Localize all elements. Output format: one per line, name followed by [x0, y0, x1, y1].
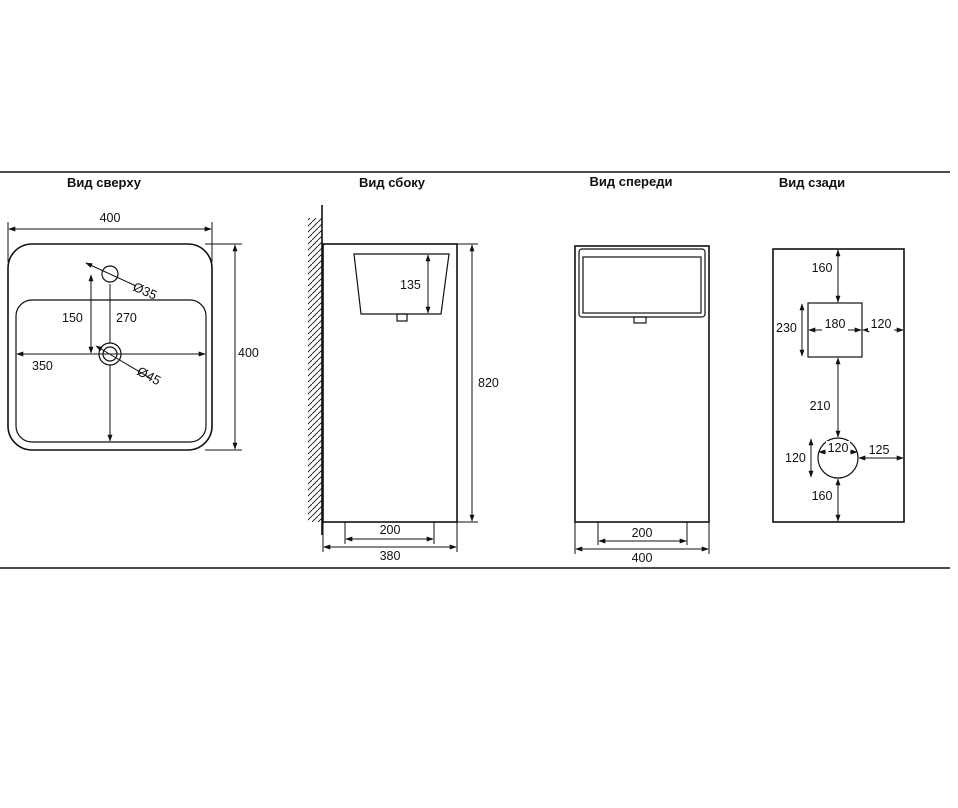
top-view-title: Вид сверху	[67, 175, 142, 190]
bottom-margin-label-bg	[810, 487, 834, 503]
front-rim-outline	[578, 248, 706, 318]
front-bowl-outline	[582, 256, 702, 314]
front-drain-nub	[633, 316, 647, 324]
tap-offset-label: 150	[62, 311, 83, 325]
gap-label: 210	[810, 399, 831, 413]
gap-label-bg	[808, 397, 832, 413]
side-bowl-outline	[353, 253, 450, 315]
opening-side-label: 120	[871, 317, 892, 331]
tap-hole-diameter-label: Ø35	[131, 279, 160, 303]
tap-hole-leader	[85, 262, 137, 287]
side-body-outline	[322, 243, 458, 523]
pipe-side-label-bg	[866, 442, 892, 456]
drain-offset-label: 270	[116, 311, 137, 325]
height-label: 820	[478, 376, 499, 390]
side-base-label: 200	[380, 523, 401, 537]
opening-width-label: 180	[825, 317, 846, 331]
top-depth-label: 400	[238, 346, 259, 360]
pipe-height-label: 120	[785, 451, 806, 465]
front-view-title: Вид спереди	[590, 174, 673, 189]
basin-bowl-outline	[15, 299, 207, 443]
bowl-width-label: 350	[32, 359, 53, 373]
front-body-outline	[574, 245, 710, 523]
rear-opening	[807, 302, 863, 358]
back-body-outline	[772, 248, 905, 523]
pipe-diameter-label-bg	[826, 441, 850, 455]
tap-hole	[101, 265, 119, 283]
wall-hatching	[308, 218, 322, 522]
bottom-margin-label: 160	[812, 489, 833, 503]
top-width-label: 400	[100, 211, 121, 225]
back-view: Вид сзади 160 180 230 120 210 120 120 12…	[772, 175, 905, 523]
pipe-hole	[817, 437, 859, 479]
drain-hole-leader	[95, 345, 151, 379]
front-width-label: 400	[632, 551, 653, 565]
drain-hole-diameter-label: Ø45	[135, 363, 164, 388]
top-view: Вид сверху 400 400 Ø35 Ø45 150	[7, 175, 259, 451]
side-drain-nub	[396, 313, 408, 322]
side-depth-label: 380	[380, 549, 401, 563]
back-view-title: Вид сзади	[779, 175, 845, 190]
side-view: Вид сбоку 135 820 200 380	[308, 175, 499, 563]
opening-width-label-bg	[822, 317, 848, 333]
opening-height-label: 230	[776, 321, 797, 335]
bowl-depth-label: 135	[400, 278, 421, 292]
front-base-label: 200	[632, 526, 653, 540]
front-view: Вид спереди 200 400	[574, 174, 710, 565]
drain-hole-diameter-value: 45	[144, 368, 164, 388]
tap-hole-diameter-value: 35	[140, 283, 159, 303]
side-view-title: Вид сбоку	[359, 175, 426, 190]
back-top-margin-label-bg	[810, 259, 834, 275]
pipe-side-label: 125	[869, 443, 890, 457]
opening-side-label-bg	[868, 317, 894, 331]
basin-outer-outline	[7, 243, 213, 451]
pipe-diameter-label: 120	[828, 441, 849, 455]
back-top-margin-label: 160	[812, 261, 833, 275]
